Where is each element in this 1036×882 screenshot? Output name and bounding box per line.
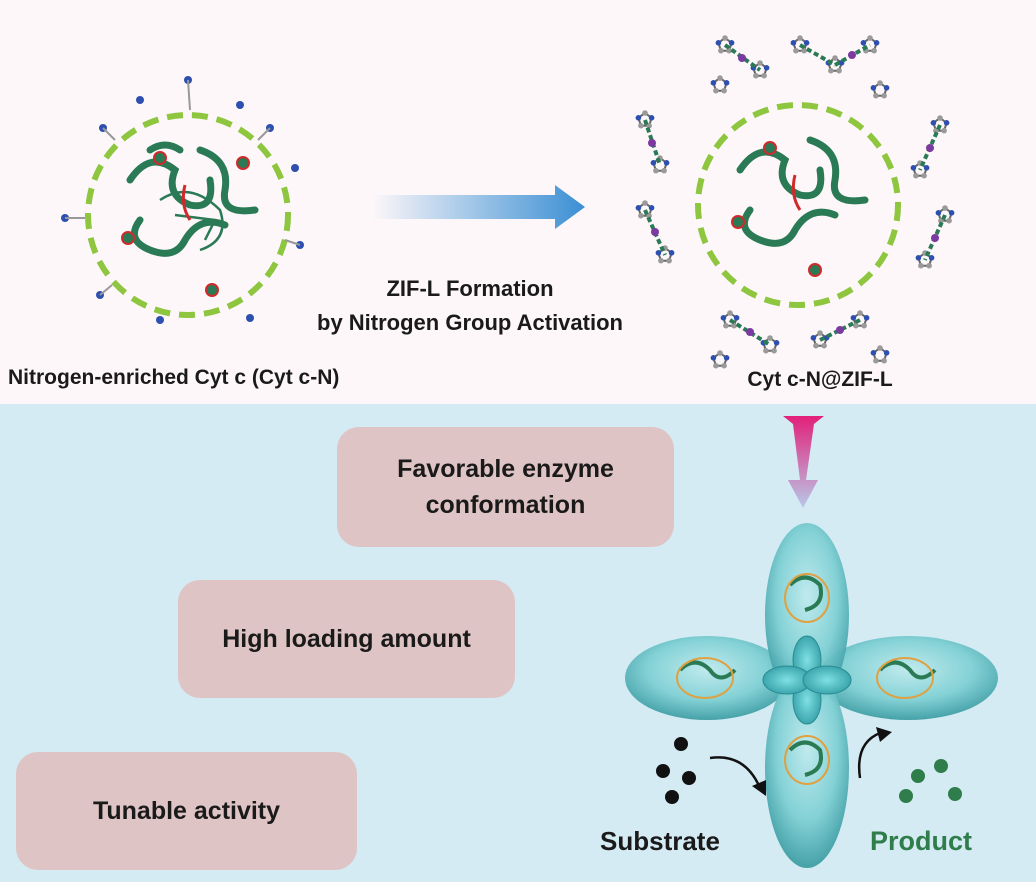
feature-tunable-activity: Tunable activity: [16, 752, 357, 870]
process-arrow: [372, 185, 585, 229]
substrate-label: Substrate: [600, 826, 720, 856]
feature-2-line1: High loading amount: [222, 625, 471, 653]
down-arrow: [783, 416, 824, 508]
feature-favorable-conformation: Favorable enzyme conformation: [337, 427, 674, 547]
product-dots: [899, 759, 962, 803]
zif-l-particle: [625, 523, 998, 868]
product-label: Product: [870, 826, 973, 856]
cyt-c-n-zif-l-illustration: [634, 34, 956, 370]
cyt-c-n-label: Nitrogen-enriched Cyt c (Cyt c-N): [8, 366, 340, 389]
feature-high-loading: High loading amount: [178, 580, 515, 698]
process-label: ZIF-L Formation by Nitrogen Group Activa…: [270, 272, 670, 340]
substrate-arrow: [709, 756, 762, 789]
process-label-line1: ZIF-L Formation: [386, 276, 554, 301]
feature-1-line1: Favorable enzyme: [397, 455, 614, 483]
cyt-c-n-illustration: [61, 76, 304, 324]
product-arrow: [857, 731, 881, 779]
feature-3-line1: Tunable activity: [92, 797, 281, 825]
composite-label: Cyt c-N@ZIF-L: [747, 368, 893, 391]
process-label-line2: by Nitrogen Group Activation: [317, 310, 623, 335]
substrate-dots: [656, 737, 696, 804]
feature-1-line2: conformation: [425, 491, 586, 519]
